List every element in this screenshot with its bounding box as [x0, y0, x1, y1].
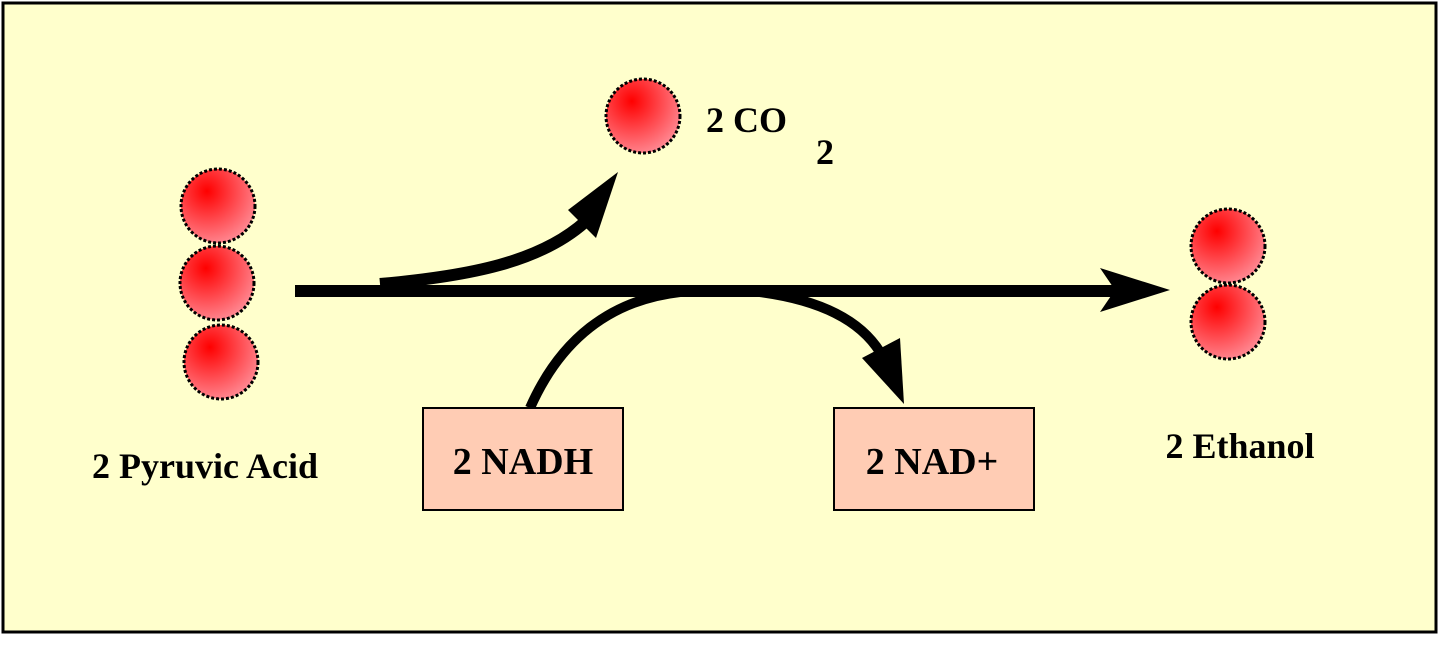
- pyruvic-acid-label: 2 Pyruvic Acid: [92, 446, 318, 486]
- nad-output-arrow: [759, 287, 904, 404]
- nad-label: 2 NAD+: [866, 441, 998, 483]
- main-reaction-arrow: [295, 268, 1170, 312]
- nadh-input-arrow: [525, 287, 681, 411]
- co2-subscript: 2: [816, 132, 834, 172]
- ethanol-label: 2 Ethanol: [1165, 426, 1314, 466]
- pyruvic-acid-molecule: [178, 167, 260, 401]
- nadh-label: 2 NADH: [453, 441, 593, 483]
- co2-release-arrow: [379, 172, 618, 290]
- nadh-box: 2 NADH: [422, 407, 624, 511]
- co2-label: 2 CO: [706, 100, 787, 140]
- ethanol-molecule: [1189, 207, 1267, 361]
- co2-molecule: [604, 77, 682, 155]
- nad-box: 2 NAD+: [833, 407, 1035, 511]
